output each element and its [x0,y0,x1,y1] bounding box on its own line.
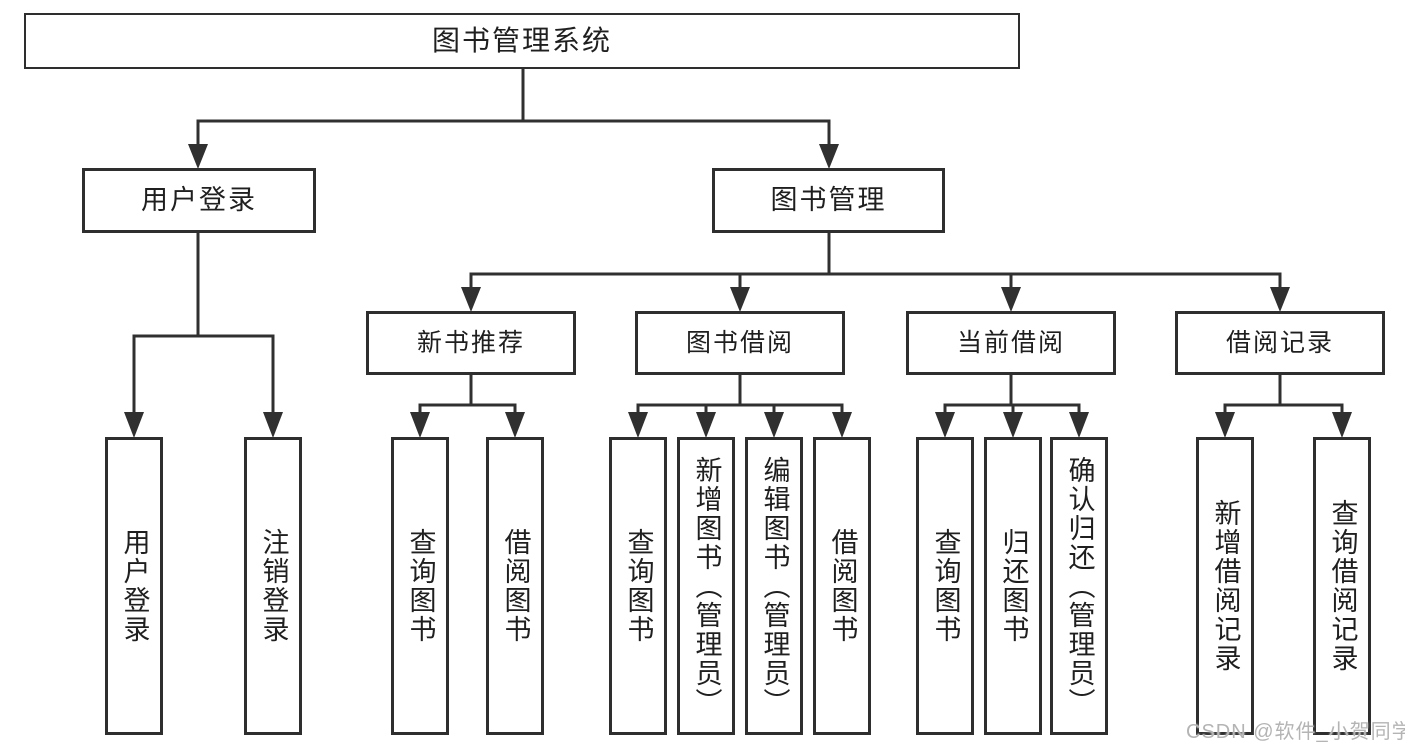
arrowhead-down-icon [935,412,955,438]
leaf-confirm-return-admin: 确认归还（管理员） [1050,437,1108,735]
node-user-login-branch: 用户登录 [82,168,316,233]
arrowhead-down-icon [628,412,648,438]
edge-new-book-bus [418,403,517,416]
leaf-query-books-current: 查询图书 [916,437,974,735]
edge-book-borrow-bus [636,403,844,416]
arrowhead-down-icon [188,144,208,169]
leaf-add-book-admin: 新增图书（管理员） [677,437,735,735]
arrowhead-down-icon [696,412,716,438]
arrowhead-down-icon [1270,287,1290,312]
leaf-borrow-books-recommend: 借阅图书 [486,437,544,735]
arrowhead-down-icon [505,412,525,438]
arrowhead-down-icon [410,412,430,438]
arrowhead-down-icon [1215,412,1235,438]
edge-borrow-record-bus [1223,403,1344,416]
node-book-borrowing: 图书借阅 [635,311,845,375]
arrowhead-down-icon [124,412,144,438]
arrowhead-down-icon [730,287,750,312]
leaf-query-borrow-record: 查询借阅记录 [1313,437,1371,735]
leaf-edit-book-admin: 编辑图书（管理员） [745,437,803,735]
leaf-user-login: 用户登录 [105,437,163,735]
arrowhead-down-icon [461,287,481,312]
arrowhead-down-icon [1069,412,1089,438]
node-new-book-recommendation: 新书推荐 [366,311,576,375]
leaf-query-books-borrowing: 查询图书 [609,437,667,735]
node-borrowing-records: 借阅记录 [1175,311,1385,375]
leaf-return-books: 归还图书 [984,437,1042,735]
leaf-borrow-books-borrowing: 借阅图书 [813,437,871,735]
leaf-logout: 注销登录 [244,437,302,735]
arrowhead-down-icon [764,412,784,438]
leaf-add-borrow-record: 新增借阅记录 [1196,437,1254,735]
arrowhead-down-icon [1332,412,1352,438]
edge-level2-bus [469,272,1282,293]
arrowhead-down-icon [263,412,283,438]
csdn-watermark: CSDN @软件_小贺同学 [1186,721,1405,743]
edge-user-login-bus [132,334,275,416]
node-book-management-branch: 图书管理 [712,168,945,233]
node-book-management-system: 图书管理系统 [24,13,1020,69]
arrowhead-down-icon [832,412,852,438]
arrowhead-down-icon [1001,287,1021,312]
arrowhead-down-icon [819,144,839,169]
arrowhead-down-icon [1003,412,1023,438]
node-current-borrowing: 当前借阅 [906,311,1116,375]
leaf-query-books-recommend: 查询图书 [391,437,449,735]
edge-level1-bus [196,119,831,150]
